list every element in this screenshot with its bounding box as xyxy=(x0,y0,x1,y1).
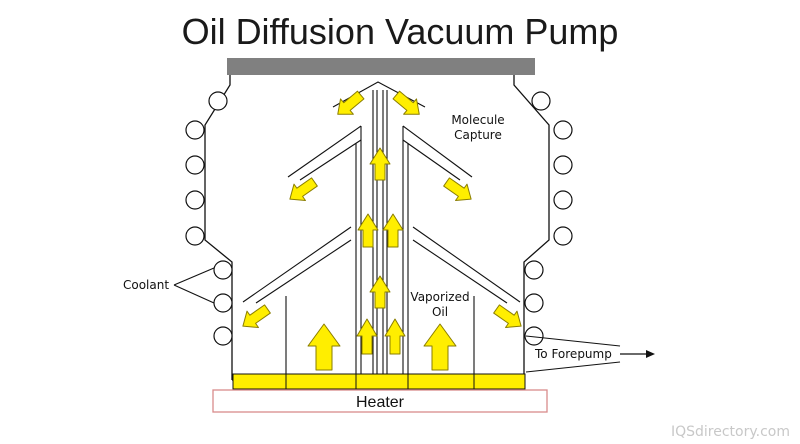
heater-bar-dividers xyxy=(285,374,475,389)
vaporized-oil-label-line1: Vaporized xyxy=(410,290,469,304)
coolant-coils-left xyxy=(185,91,233,346)
arrow-diag-low-right xyxy=(493,304,522,328)
arrow-up-big-left xyxy=(307,323,341,371)
top-plate xyxy=(227,58,535,75)
vaporized-oil-label-line2: Oil xyxy=(432,305,448,319)
arrow-up-center-top xyxy=(369,147,391,181)
coolant-label: Coolant xyxy=(123,278,169,292)
forepump-arrow xyxy=(620,350,655,358)
arrow-diag-top-right xyxy=(392,90,420,115)
arrow-diag-mid-right xyxy=(443,177,472,201)
heater-label: Heater xyxy=(356,394,405,411)
arrow-up-center-low xyxy=(369,275,391,309)
arrow-up-center-mid-left xyxy=(357,213,379,248)
molecule-capture-label-line1: Molecule xyxy=(451,113,504,127)
watermark: IQSdirectory.com xyxy=(671,424,790,440)
heater-box xyxy=(212,389,548,413)
flow-arrows xyxy=(242,90,522,371)
arrow-up-lower-right xyxy=(384,318,406,355)
coolant-coils-right xyxy=(524,91,573,346)
molecule-capture-label-line2: Capture xyxy=(454,128,502,142)
heater-bar xyxy=(232,373,526,390)
diagram-title: Oil Diffusion Vacuum Pump xyxy=(182,11,619,52)
arrow-up-big-right xyxy=(423,323,457,371)
arrow-up-center-mid-right xyxy=(382,213,404,248)
coolant-pointer-lines xyxy=(173,267,215,304)
arrow-up-lower-left xyxy=(356,318,378,355)
arrow-diag-low-left xyxy=(242,304,271,328)
forepump-outlet xyxy=(525,335,621,373)
arrow-diag-mid-left xyxy=(289,177,318,201)
to-forepump-label: To Forepump xyxy=(534,347,612,361)
arrow-diag-top-left xyxy=(337,90,365,115)
